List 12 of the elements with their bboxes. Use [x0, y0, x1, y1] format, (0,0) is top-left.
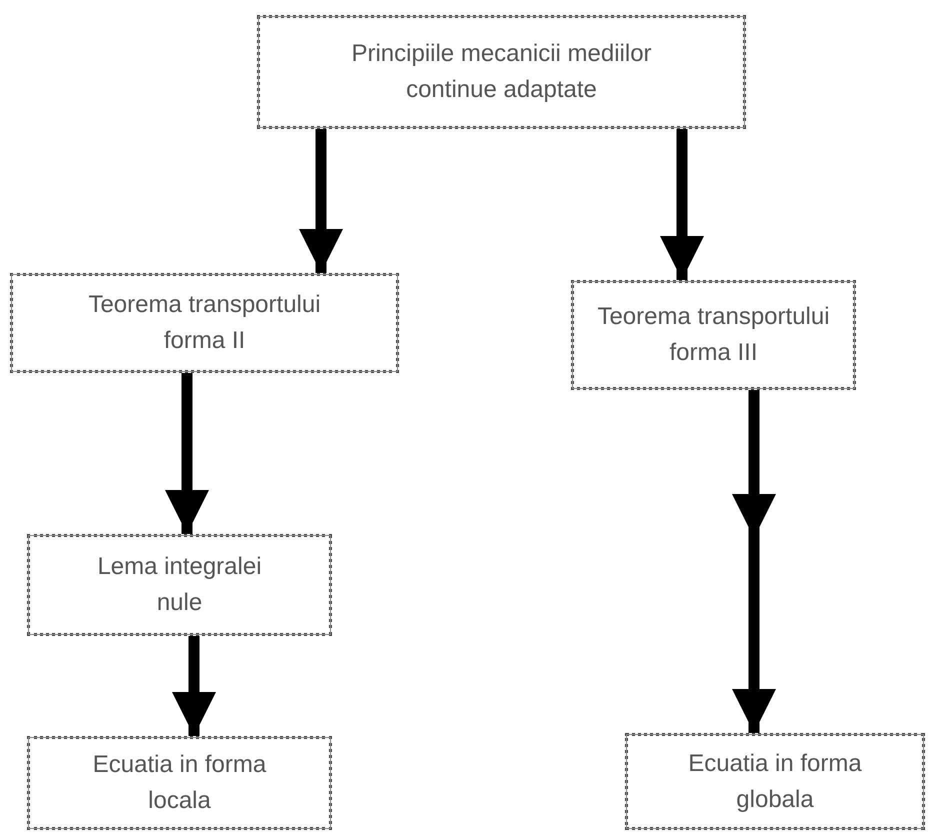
box-text: Principiile mecanicii mediilor continue adaptate: [350, 39, 653, 105]
process-box: [625, 733, 925, 830]
box-text: Teorema transportului forma II: [87, 290, 322, 356]
box-text: Lema integralei nule: [96, 552, 263, 618]
process-box: [27, 534, 332, 636]
process-box: [571, 280, 856, 390]
process-box: [10, 273, 399, 373]
box-text: Teorema transportului forma III: [596, 302, 831, 368]
process-box: [27, 736, 332, 830]
box-text: Ecuatia in forma globala: [687, 748, 863, 814]
box-text: Ecuatia in forma locala: [92, 750, 268, 816]
process-box: [257, 15, 746, 129]
